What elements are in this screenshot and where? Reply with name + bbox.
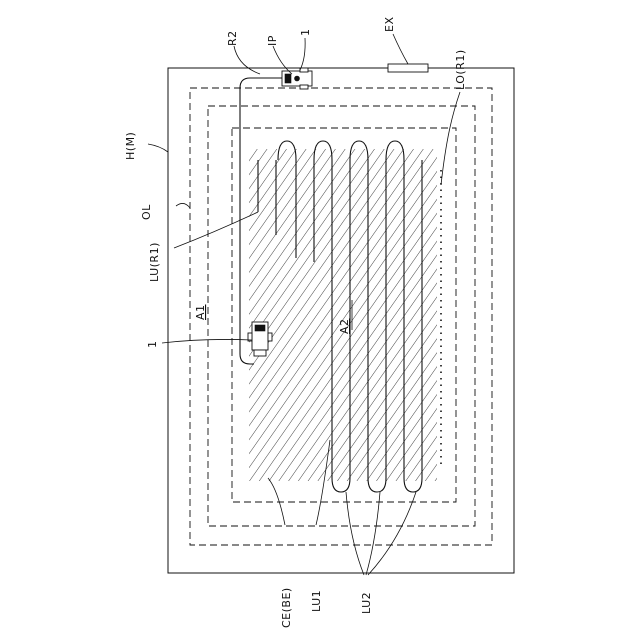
leader-ex [393, 34, 408, 64]
label-lo-r1: LO(R1) [454, 49, 467, 90]
label-lu-r1: LU(R1) [148, 242, 161, 282]
label-h-m: H(M) [124, 132, 137, 160]
entrance-exit-gate [388, 64, 428, 72]
leader-vehicle-top [300, 38, 305, 70]
leader-r2 [234, 46, 260, 74]
label-vehicle-mid: 1 [146, 341, 159, 349]
label-ip: IP [266, 35, 279, 46]
label-ex: EX [383, 17, 396, 33]
central-area-hatched [249, 149, 437, 481]
label-vehicle-top: 1 [299, 29, 312, 37]
vehicle-top [282, 68, 312, 89]
label-lu1: LU1 [310, 590, 323, 612]
leader-lu-r1 [174, 212, 258, 248]
leader-lu2-b [366, 492, 380, 575]
leader-lu2-a [346, 492, 364, 575]
label-ol: OL [140, 204, 153, 220]
leader-ol [176, 203, 190, 208]
label-lu2: LU2 [360, 592, 373, 614]
leader-ce [268, 478, 285, 525]
leader-ip [273, 46, 292, 74]
label-r2: R2 [226, 30, 239, 46]
leader-vehicle-mid [162, 339, 252, 343]
label-a2: A2 [338, 318, 351, 334]
label-a1: A1 [194, 304, 207, 320]
label-ce-be: CE(BE) [280, 587, 293, 628]
leader-h [148, 144, 168, 152]
